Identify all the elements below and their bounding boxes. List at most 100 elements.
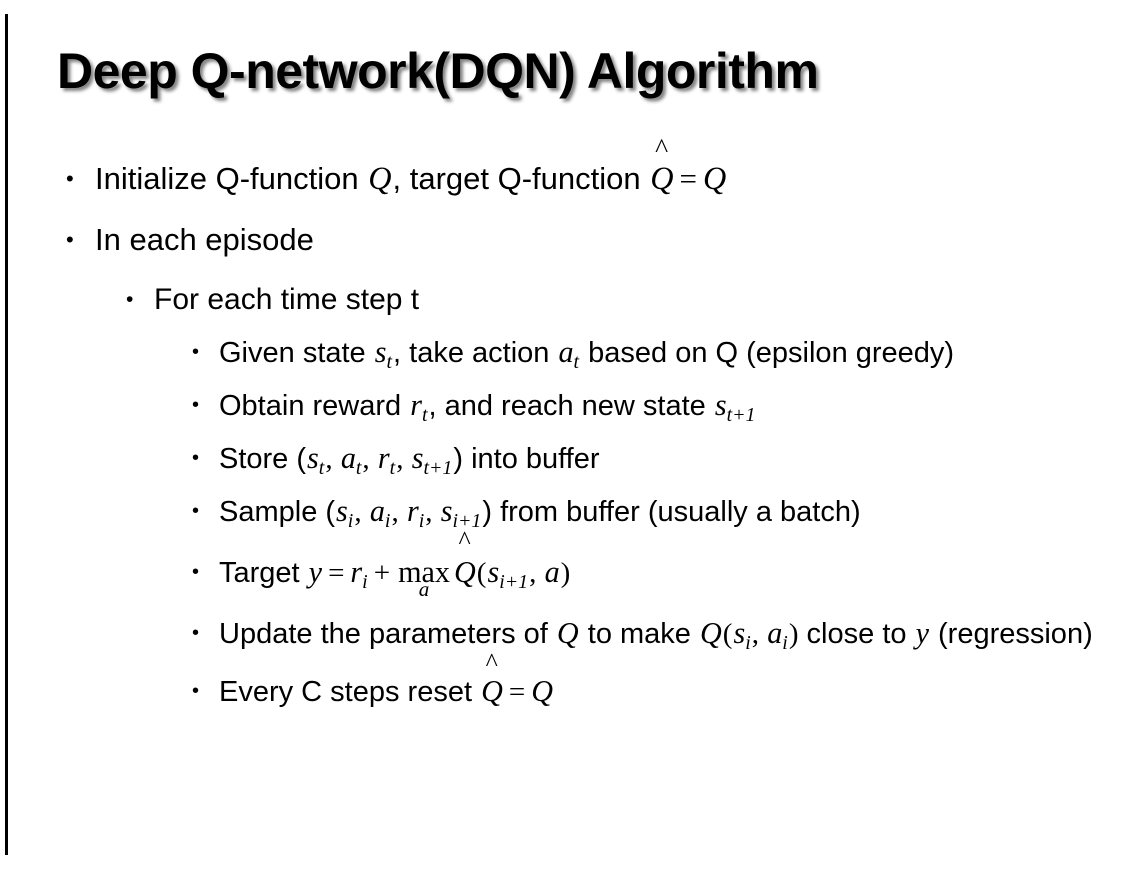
initialize-text-a: Initialize Q-function [95, 161, 368, 196]
sample-var-r-letter: r [406, 494, 419, 528]
store-var-r: rt [377, 441, 396, 478]
bullet-marker-icon: • [126, 288, 134, 311]
store-comma3: , [396, 443, 411, 475]
sample-var-a: ai [369, 494, 392, 531]
given-sub-a: t [573, 350, 580, 373]
hat-q-letter: Q [481, 674, 503, 708]
list-item-text: In each episode [95, 222, 314, 257]
target-var-r: ri [349, 555, 368, 592]
update-paren-close: ) [788, 618, 799, 650]
store-text-a: Store ( [219, 443, 307, 475]
sample-sub-a: i [384, 509, 391, 532]
list-item-given-state: • Given state st, take action at based o… [0, 329, 1124, 376]
update-var-s: si [732, 616, 751, 653]
bullet-marker-icon: • [192, 341, 200, 363]
page-title: Deep Q-network(DQN) Algorithm [57, 43, 819, 99]
store-sub-s2: t+1 [423, 456, 453, 479]
given-text-a: Given state [219, 337, 374, 369]
reset-hat-q: ^Q [480, 650, 504, 719]
hat-accent-icon: ^ [655, 132, 669, 164]
given-text-b: , take action [393, 337, 558, 369]
target-var-r-letter: r [350, 555, 363, 589]
store-var-a-letter: a [340, 441, 356, 475]
update-var-a-letter: a [767, 616, 783, 650]
list-item-obtain-reward: • Obtain reward rt, and reach new state … [0, 382, 1124, 429]
store-sub-r: t [389, 456, 396, 479]
list-item-text: Every C steps reset ^Q=Q [219, 650, 1124, 720]
target-paren-close: ) [560, 557, 571, 589]
sample-sub-s2: i+1 [452, 509, 482, 532]
initialize-equals: = [679, 161, 698, 196]
update-var-a: ai [766, 616, 789, 653]
list-item-text: For each time step t [154, 283, 420, 316]
sample-var-r: ri [406, 494, 425, 531]
bullet-marker-icon: • [66, 227, 74, 252]
list-item-reset-target-network: • Every C steps reset ^Q=Q [0, 650, 1124, 720]
update-comma: , [751, 618, 767, 650]
store-var-s2-letter: s [411, 441, 424, 475]
reset-equals: = [508, 676, 526, 708]
bullet-marker-icon: • [192, 500, 200, 522]
update-text-d: (regression) [929, 618, 1093, 650]
list-item-in-each-episode: • In each episode [0, 209, 1124, 270]
store-var-r-letter: r [377, 441, 390, 475]
list-item-for-each-time-step: • For each time step t [0, 273, 1124, 326]
initialize-hat-q: ^Q [649, 134, 674, 209]
list-item-initialize: • Initialize Q-function Q, target Q-func… [0, 134, 1124, 209]
store-var-s1-letter: s [307, 441, 319, 475]
hat-q-letter: Q [650, 160, 674, 196]
sample-sub-s1: i [347, 509, 354, 532]
list-item-store: • Store (st, at, rt, st+1) into buffer [0, 435, 1124, 482]
update-var-q1: Q [556, 616, 579, 650]
list-item-text: Given state st, take action at based on … [219, 329, 1124, 376]
list-item-text: Obtain reward rt, and reach new state st… [219, 382, 1124, 429]
sample-comma2: , [391, 496, 406, 528]
bullet-marker-icon: • [192, 561, 200, 583]
bullet-marker-icon: • [192, 394, 200, 416]
list-item-text: Sample (si, ai, ri, si+1) from buffer (u… [219, 488, 1124, 535]
target-sub-s: i+1 [499, 570, 529, 593]
slide-left-border [5, 14, 8, 855]
sample-var-s1-letter: s [336, 494, 348, 528]
list-item-sample: • Sample (si, ai, ri, si+1) from buffer … [0, 488, 1124, 535]
bullet-marker-icon: • [192, 447, 200, 469]
sample-sub-r: i [418, 509, 425, 532]
target-hat-q: ^Q [453, 528, 477, 603]
bullet-marker-icon: • [192, 622, 200, 644]
max-limit-variable: a [418, 576, 430, 601]
update-paren-open: ( [722, 618, 733, 650]
update-var-q2: Q [699, 616, 722, 650]
list-item-update: • Update the parameters of Q to make Q(s… [0, 610, 1124, 657]
update-text-b: to make [579, 618, 699, 650]
store-comma1: , [325, 443, 340, 475]
target-var-s-letter: s [487, 555, 500, 589]
sample-comma1: , [354, 496, 369, 528]
initialize-var-q2: Q [703, 160, 727, 196]
update-sub-s: i [745, 631, 751, 654]
store-var-s2: st+1 [411, 441, 454, 478]
obtain-sub-s: t+1 [726, 403, 756, 426]
initialize-var-q1: Q [368, 160, 392, 196]
store-sub-a: t [355, 456, 362, 479]
store-sub-s1: t [318, 456, 325, 479]
target-comma: , [529, 557, 544, 589]
obtain-sub-r: t [421, 403, 428, 426]
update-text-a: Update the parameters of [219, 618, 556, 650]
store-comma2: , [362, 443, 377, 475]
bullet-marker-icon: • [66, 166, 74, 191]
update-text-c: close to [798, 618, 915, 650]
list-item-text: Store (st, at, rt, st+1) into buffer [219, 435, 1124, 482]
given-var-s: st [374, 335, 393, 372]
hat-q-letter: Q [453, 555, 476, 589]
given-var-a-letter: a [558, 335, 574, 369]
initialize-text-b: , target Q-function [392, 161, 650, 196]
update-var-y: y [915, 616, 929, 650]
list-item-text: Update the parameters of Q to make Q(si,… [219, 610, 1124, 657]
slide-body: • Initialize Q-function Q, target Q-func… [0, 134, 1124, 720]
target-sub-r: i [362, 570, 368, 593]
obtain-var-r: rt [409, 388, 428, 425]
store-text-b: ) into buffer [453, 443, 600, 475]
